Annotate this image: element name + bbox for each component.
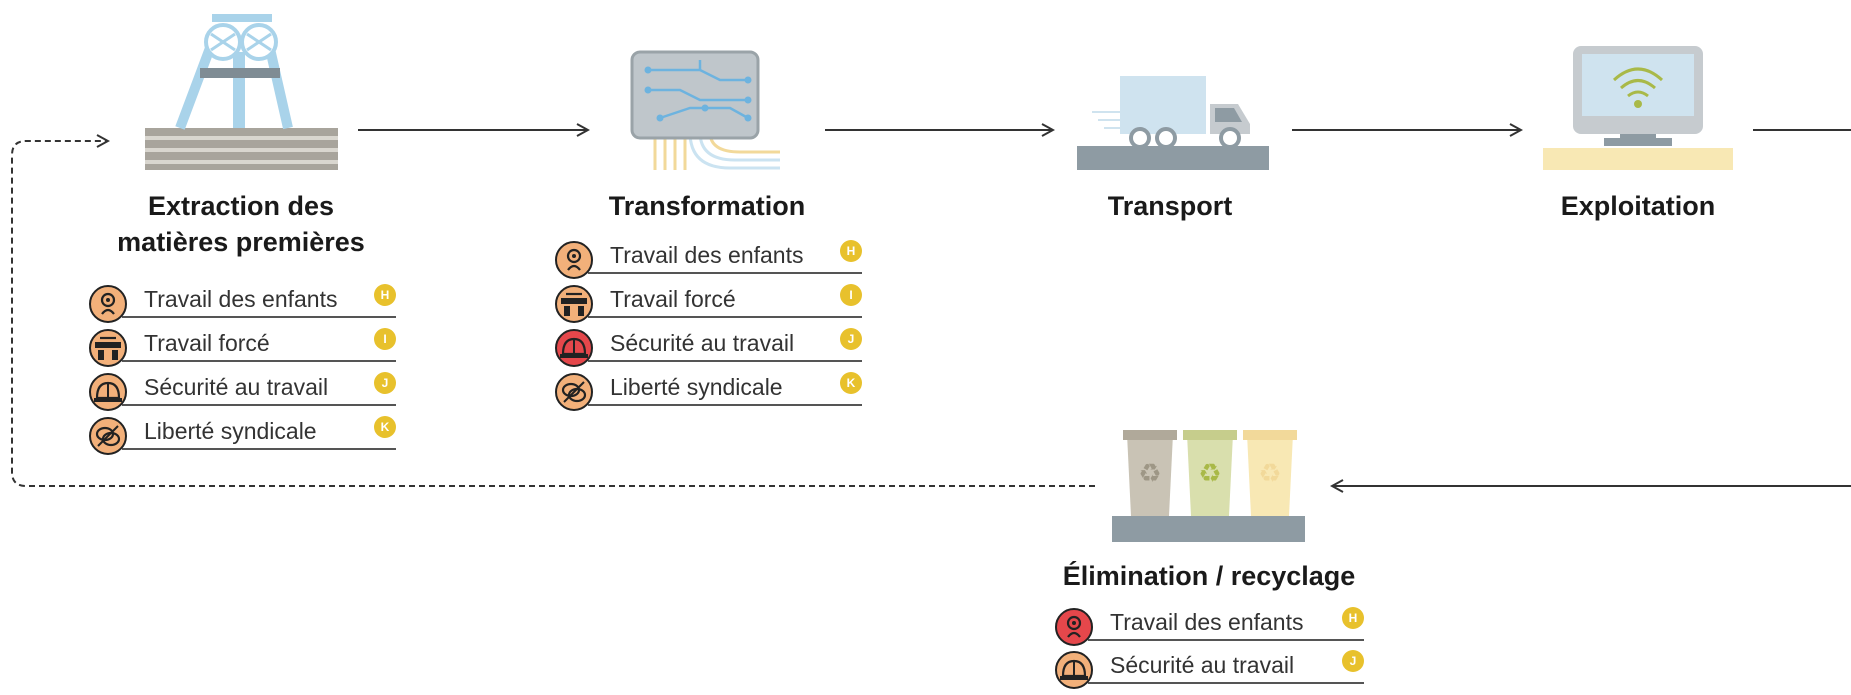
chain-icon	[88, 328, 128, 368]
svg-text:♻: ♻	[1138, 459, 1161, 489]
union-icon	[554, 372, 594, 412]
risk-item[interactable]: Liberté syndicale K	[554, 372, 862, 411]
chain-icon	[554, 284, 594, 324]
risk-item[interactable]: Liberté syndicale K	[88, 416, 396, 455]
mine-icon	[145, 14, 338, 170]
risk-item[interactable]: Sécurité au travail J	[88, 372, 396, 411]
child-icon	[1054, 607, 1094, 647]
risk-label[interactable]: Travail des enfants	[610, 242, 804, 268]
stage-title-extraction-line2: matières premières	[117, 227, 365, 257]
child-icon	[88, 284, 128, 324]
risk-item[interactable]: Travail forcé I	[88, 328, 396, 367]
risk-underline	[588, 360, 862, 362]
risk-underline	[122, 360, 396, 362]
risk-reference-badge: J	[1342, 650, 1364, 672]
risk-reference-badge: J	[840, 328, 862, 350]
recycling-loop-arrow	[11, 141, 1095, 487]
helmet-icon	[554, 328, 594, 368]
stage-title-transformation: Transformation	[608, 191, 806, 221]
risk-reference-badge: I	[374, 328, 396, 350]
risk-reference-badge: K	[840, 372, 862, 394]
risk-underline	[122, 316, 396, 318]
union-icon	[88, 416, 128, 456]
risk-reference-badge: K	[374, 416, 396, 438]
stage-title-elimination: Élimination / recyclage	[1062, 561, 1356, 591]
risk-label[interactable]: Travail forcé	[610, 286, 736, 312]
stage-title-exploitation: Exploitation	[1560, 191, 1716, 221]
risk-label[interactable]: Sécurité au travail	[1110, 652, 1295, 678]
risk-underline	[122, 448, 396, 450]
risk-label[interactable]: Travail des enfants	[1110, 609, 1304, 635]
risk-item[interactable]: Sécurité au travail J	[1054, 650, 1364, 689]
risk-label[interactable]: Liberté syndicale	[610, 374, 783, 400]
helmet-icon	[1054, 650, 1094, 690]
svg-text:♻: ♻	[1258, 459, 1281, 489]
risk-label[interactable]: Sécurité au travail	[144, 374, 329, 400]
risk-item[interactable]: Travail des enfants H	[1054, 607, 1364, 646]
stage-title-extraction-line1: Extraction des	[147, 191, 335, 221]
risk-reference-badge: J	[374, 372, 396, 394]
risk-item[interactable]: Travail des enfants H	[554, 240, 862, 279]
stage-title-transport: Transport	[1107, 191, 1233, 221]
risk-label[interactable]: Travail des enfants	[144, 286, 338, 312]
circuit-board-icon	[630, 50, 780, 170]
svg-text:♻: ♻	[1198, 459, 1221, 489]
risk-item[interactable]: Travail des enfants H	[88, 284, 396, 323]
stage-title-extraction: Extraction des matières premières	[80, 188, 402, 260]
risk-label[interactable]: Travail forcé	[144, 330, 270, 356]
risk-underline	[588, 316, 862, 318]
truck-icon	[1077, 76, 1269, 170]
risk-underline	[1088, 639, 1364, 641]
risk-underline	[122, 404, 396, 406]
risk-underline	[1088, 682, 1364, 684]
monitor-icon	[1543, 46, 1733, 170]
risk-reference-badge: H	[1342, 607, 1364, 629]
recycling-bins-icon: ♻ ♻ ♻	[1112, 430, 1305, 542]
risk-label[interactable]: Sécurité au travail	[610, 330, 795, 356]
risk-item[interactable]: Sécurité au travail J	[554, 328, 862, 367]
risk-reference-badge: H	[840, 240, 862, 262]
helmet-icon	[88, 372, 128, 412]
child-icon	[554, 240, 594, 280]
risk-label[interactable]: Liberté syndicale	[144, 418, 317, 444]
risk-reference-badge: I	[840, 284, 862, 306]
risk-underline	[588, 404, 862, 406]
risk-item[interactable]: Travail forcé I	[554, 284, 862, 323]
risk-underline	[588, 272, 862, 274]
risk-reference-badge: H	[374, 284, 396, 306]
